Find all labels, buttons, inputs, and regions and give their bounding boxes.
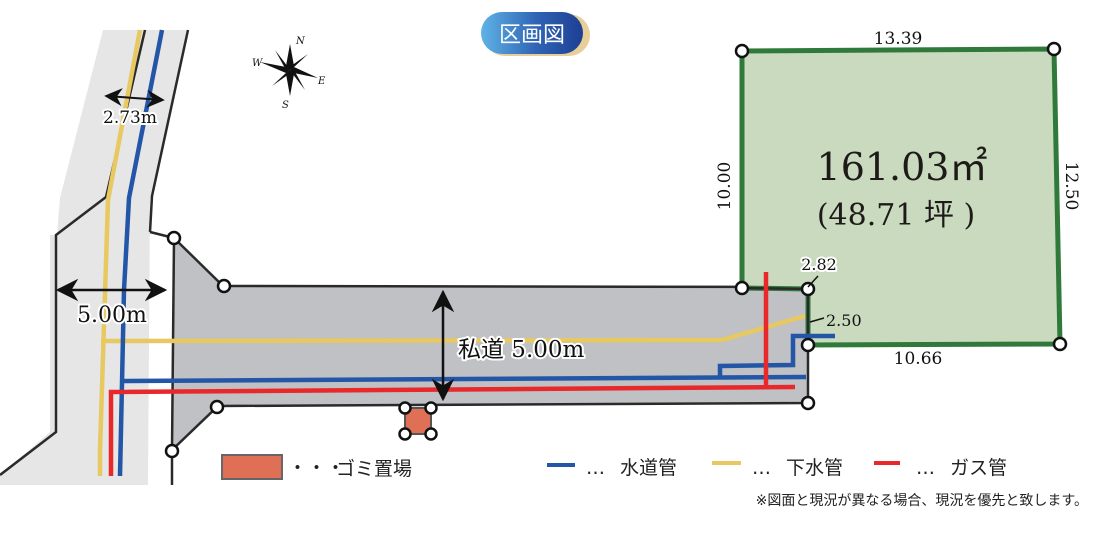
road-edge-right bbox=[148, 29, 190, 233]
legend-label-sewer: 下水管 bbox=[786, 457, 843, 479]
water-pipe bbox=[117, 29, 835, 477]
compass-s: S bbox=[282, 100, 289, 111]
dim-notch-top: 2.82 bbox=[801, 255, 837, 274]
legend-label-garbage: ゴミ置場 bbox=[336, 458, 412, 480]
legend-swatch-garbage bbox=[221, 454, 283, 480]
legend-label-water: 水道管 bbox=[620, 457, 677, 479]
boundary-marker bbox=[734, 280, 750, 296]
compass-e: E bbox=[317, 76, 326, 87]
garbage-area bbox=[398, 401, 438, 441]
boundary-marker bbox=[1052, 336, 1068, 352]
dim-upper-road: 2.73m bbox=[103, 108, 157, 128]
boundary-marker bbox=[166, 230, 182, 246]
dim-lot-top: 13.39 bbox=[874, 29, 923, 49]
public-road-left bbox=[0, 29, 190, 485]
dimension-arrow-upper-road bbox=[104, 88, 165, 108]
legend-label-gas: ガス管 bbox=[950, 457, 1007, 479]
legend-dots-water: … bbox=[586, 457, 605, 479]
dim-lot-left: 10.00 bbox=[715, 162, 735, 211]
boundary-marker bbox=[216, 278, 232, 294]
boundary-marker bbox=[209, 399, 225, 415]
boundary-marker bbox=[734, 43, 750, 59]
title-badge: 区画図 bbox=[481, 12, 590, 56]
title-text: 区画図 bbox=[499, 23, 565, 48]
sewer-pipe bbox=[97, 29, 806, 476]
lot-area-tsubo: (48.71 坪 ) bbox=[817, 198, 975, 233]
disclaimer-note: ※図面と現況が異なる場合、現況を優先と致します。 bbox=[756, 493, 1088, 509]
gas-pipe bbox=[108, 272, 796, 476]
boundary-marker bbox=[1046, 41, 1062, 57]
legend-dots-sewer: … bbox=[752, 457, 771, 479]
dim-left-road: 5.00m bbox=[77, 303, 147, 328]
legend-dots-gas: … bbox=[916, 457, 935, 479]
dim-notch-side: 2.50 bbox=[826, 311, 862, 330]
compass-rose-icon: N S E W bbox=[252, 36, 326, 111]
legend-dots-garbage: ・・・ bbox=[288, 457, 345, 479]
dim-lot-bottom: 10.66 bbox=[894, 349, 943, 369]
boundary-marker bbox=[164, 443, 180, 459]
boundary-marker bbox=[800, 337, 816, 353]
leader-line-notch-side bbox=[809, 317, 825, 323]
boundary-marker bbox=[800, 281, 816, 297]
compass-n: N bbox=[295, 36, 306, 47]
lot-area-sqm: 161.03㎡ bbox=[817, 145, 988, 189]
boundary-marker bbox=[800, 395, 816, 411]
legend: ・・・ ゴミ置場 … 水道管 … 下水管 … ガス管 ※図面と現況が異なる場合、… bbox=[221, 454, 1088, 509]
boundary-markers bbox=[164, 41, 1068, 459]
dim-lot-right: 12.50 bbox=[1061, 162, 1081, 211]
leader-line-notch-top bbox=[807, 275, 819, 288]
private-road-label: 私道 5.00m bbox=[458, 337, 585, 363]
compass-w: W bbox=[252, 58, 263, 69]
